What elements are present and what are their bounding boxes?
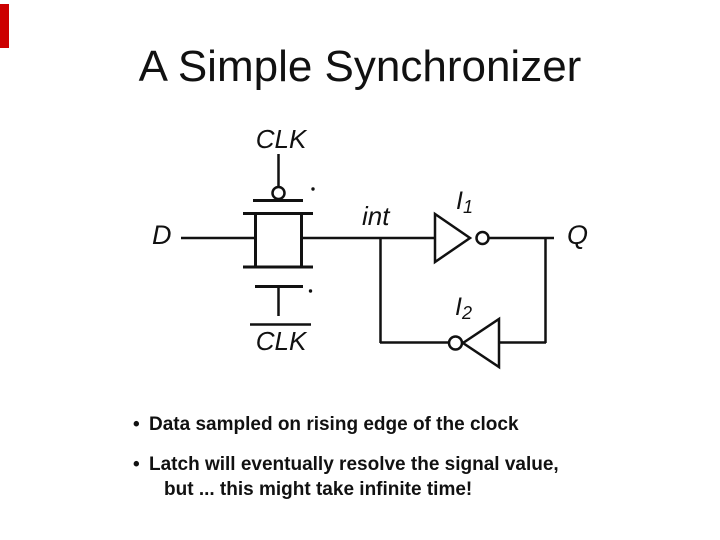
- bullet-item: • Data sampled on rising edge of the clo…: [133, 412, 673, 437]
- label-output: Q: [567, 220, 589, 250]
- label-data-input: D: [152, 220, 172, 250]
- bullet-list: • Data sampled on rising edge of the clo…: [133, 412, 673, 502]
- label-inverter-2: I2: [455, 293, 472, 323]
- bullet-text: Latch will eventually resolve the signal…: [149, 452, 559, 502]
- label-inverter-1: I1: [456, 187, 473, 217]
- bullet-line: Data sampled on rising edge of the clock: [149, 414, 519, 435]
- pmos-gate-bubble-icon: [271, 185, 286, 201]
- label-clk-top: CLK: [255, 124, 307, 154]
- stray-dot-top: [311, 187, 315, 191]
- label-internal-node: int: [362, 201, 390, 231]
- label-inverter-1-subscript: 1: [462, 197, 473, 217]
- slide-title: A Simple Synchronizer: [138, 42, 582, 91]
- stray-dot-bottom: [308, 289, 313, 293]
- bullet-text: Data sampled on rising edge of the clock: [149, 412, 519, 437]
- label-clk-bottom: CLK: [255, 326, 307, 356]
- bullet-line: Latch will eventually resolve the signal…: [149, 454, 559, 475]
- bullet-item: • Latch will eventually resolve the sign…: [133, 452, 673, 502]
- label-inverter-1-base: I: [456, 187, 463, 215]
- bullet-marker: •: [133, 414, 140, 435]
- bullet-marker: •: [133, 454, 140, 475]
- label-inverter-2-subscript: 2: [461, 303, 472, 323]
- red-corner-mark: [0, 4, 9, 48]
- inverter-i1-bubble-icon: [475, 230, 490, 246]
- bullet-line: but ... this might take infinite time!: [164, 479, 473, 500]
- label-inverter-2-base: I: [455, 293, 462, 321]
- inverter-i1-triangle-icon: [433, 211, 473, 265]
- inverter-i2-triangle-icon: [460, 316, 501, 370]
- inverter-i2-bubble-icon: [447, 335, 464, 351]
